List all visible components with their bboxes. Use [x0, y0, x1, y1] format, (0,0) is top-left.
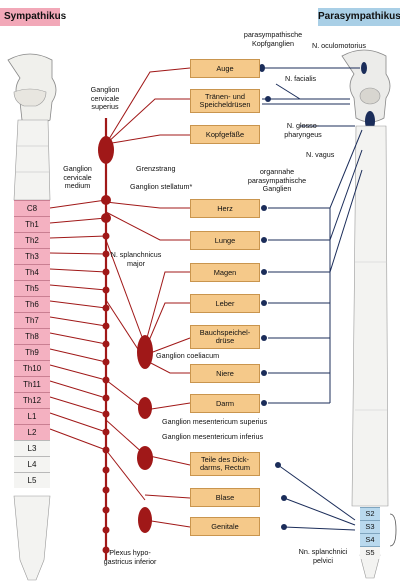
segment-s5: S5: [360, 546, 380, 559]
organ-bauchspeicheldruese: Bauchspeichel-drüse: [190, 325, 260, 349]
organ-traenen-speicheldruesen: Tränen- und Speicheldrüsen: [190, 89, 260, 113]
segment-l1: L1: [14, 408, 50, 424]
label-grenzstrang: Grenzstrang: [136, 164, 176, 173]
parasympathikus-header: Parasympathikus: [318, 8, 400, 26]
segment-th10: Th10: [14, 360, 50, 376]
label-parasym-kopfganglien: parasympathische Kopfganglien: [243, 30, 303, 48]
left-brainstem: [7, 53, 57, 581]
segment-th2: Th2: [14, 232, 50, 248]
segment-l2: L2: [14, 424, 50, 440]
segment-s3: S3: [360, 520, 380, 533]
label-ganglion-cervicale-medium: Ganglion cervicale medium: [63, 164, 92, 190]
segment-th4: Th4: [14, 264, 50, 280]
label-nn-splanchnici-pelvici: Nn. splanchnici pelvici: [298, 547, 348, 565]
organ-dickdarm-rectum: Teile des Dick-darms, Rectum: [190, 452, 260, 476]
label-ganglion-cervicale-superius: Ganglion cervicale superius: [90, 85, 120, 111]
organ-leber: Leber: [190, 294, 260, 313]
segment-th12: Th12: [14, 392, 50, 408]
sympathetic-ganglia: [98, 136, 153, 554]
label-plexus-hypogastricus: Plexus hypo-gastricus inferior: [103, 548, 157, 566]
label-n-facialis: N. facialis: [285, 74, 317, 83]
organ-darm: Darm: [190, 394, 260, 413]
sympathikus-header: Sympathikus: [0, 8, 66, 26]
label-ganglion-stellatum: Ganglion stellatum*: [130, 182, 193, 191]
segment-l4: L4: [14, 456, 50, 472]
right-brainstem: [341, 49, 397, 579]
segment-th3: Th3: [14, 248, 50, 264]
label-organnahe-ganglien: organnahe parasympathische Ganglien: [247, 167, 307, 193]
organ-genitale: Genitale: [190, 517, 260, 536]
label-ganglion-mesentericum-superius: Ganglion mesentericum superius: [162, 417, 268, 426]
segment-th6: Th6: [14, 296, 50, 312]
segment-s2: S2: [360, 507, 380, 520]
segment-s4: S4: [360, 533, 380, 546]
segment-th11: Th11: [14, 376, 50, 392]
parasympathetic-ganglia: [253, 62, 367, 530]
segment-th1: Th1: [14, 216, 50, 232]
sympathetic-fibers: [49, 67, 191, 560]
parasympathetic-fibers: [260, 67, 363, 531]
label-n-vagus: N. vagus: [306, 150, 335, 159]
label-ganglion-mesentericum-inferius: Ganglion mesentericum inferius: [162, 432, 264, 441]
organ-niere: Niere: [190, 364, 260, 383]
label-n-splanchnicus-major: N. splanchnicus major: [110, 250, 162, 268]
organ-blase: Blase: [190, 488, 260, 507]
organ-lunge: Lunge: [190, 231, 260, 250]
label-n-glossopharyngeus: N. glosso-pharyngeus: [284, 121, 322, 139]
organ-herz: Herz: [190, 199, 260, 218]
segment-l5: L5: [14, 472, 50, 488]
segment-l3: L3: [14, 440, 50, 456]
segment-th9: Th9: [14, 344, 50, 360]
organ-magen: Magen: [190, 263, 260, 282]
segment-th8: Th8: [14, 328, 50, 344]
label-n-oculomotorius: N. oculomotorius: [312, 41, 366, 50]
label-ganglion-coeliacum: Ganglion coeliacum: [156, 351, 220, 360]
segment-c8: C8: [14, 200, 50, 216]
segment-th7: Th7: [14, 312, 50, 328]
organ-auge: Auge: [190, 59, 260, 78]
organ-kopfgefaesse: Kopfgefäße: [190, 125, 260, 144]
segment-th5: Th5: [14, 280, 50, 296]
